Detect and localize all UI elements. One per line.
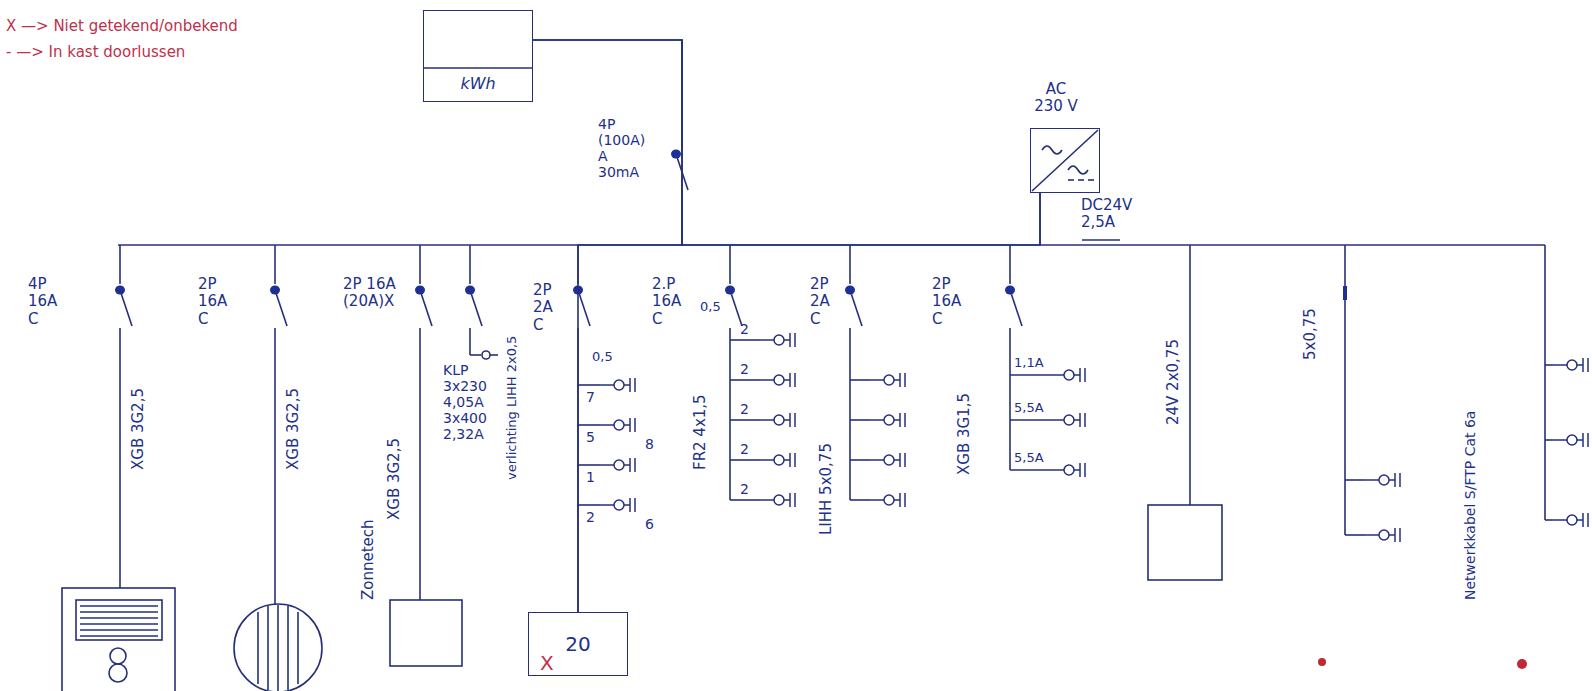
device-label: 6 [645, 516, 654, 532]
cable-label: XGB 3G2,5 [130, 388, 147, 470]
load-box: 20 [528, 612, 628, 676]
device-label: 0,5 [592, 350, 613, 365]
cable-label: XGB 3G1,5 [956, 393, 973, 475]
node-text: kWh [424, 75, 532, 93]
device-label: 5 [586, 429, 595, 445]
device-label: 2P 2A C [810, 276, 842, 328]
cable-label: 5x0,75 [1302, 308, 1319, 360]
underline [1082, 239, 1120, 240]
device-label: 2.P 16A C [652, 276, 688, 328]
cable-label: Netwerkkabel S/FTP Cat 6a [1462, 411, 1478, 600]
switch-symbols [115, 150, 1022, 327]
device-label: 1 [586, 469, 595, 485]
cable-label: 24V 2x0,75 [1165, 339, 1182, 425]
device-label: 2 [740, 401, 749, 417]
device-label: KLP 3x230 4,05A 3x400 2,32A [443, 362, 501, 442]
red-dot [1318, 658, 1326, 666]
device-label: 5,5A [1014, 401, 1044, 416]
device-label: 2 [586, 509, 595, 525]
device-label: 2 [740, 361, 749, 377]
cable-label: verlichting LIHH 2x0,5 [505, 336, 520, 480]
red-dot [1517, 659, 1527, 669]
meter-box: kWh [423, 10, 533, 102]
device-label: 2 [740, 321, 749, 337]
device-label: 2 [740, 481, 749, 497]
cable-label: LIHH 5x0,75 [818, 443, 835, 535]
wires [118, 40, 1553, 612]
feed-wire [533, 40, 1040, 245]
device-label: 5,5A [1014, 451, 1044, 466]
cable-label: XGB 3G2,5 [386, 438, 403, 520]
device-label: 4P (100A) A 30mA [598, 116, 650, 180]
note-text: X —> Niet getekend/onbekend [6, 18, 238, 35]
device-label: 0,5 [700, 300, 721, 315]
device-label: 4P 16A C [28, 276, 62, 328]
cable-label: FR2 4x1,5 [692, 394, 709, 470]
note-text: X [540, 652, 554, 675]
device-label: 2P 16A (20A)X [343, 276, 405, 311]
note-text: - —> In kast doorlussen [6, 44, 185, 61]
device-label: 2P 2A C [533, 282, 565, 334]
node-text: DC24V 2,5A [1081, 197, 1141, 232]
cable-label: XGB 3G2,5 [285, 388, 302, 470]
device-label: 2P 16A C [932, 276, 966, 328]
device-label: 2P 16A C [198, 276, 232, 328]
node-text: 20 [565, 633, 590, 656]
load-symbols [62, 130, 1222, 691]
device-label: 8 [645, 436, 654, 452]
cable-label: Zonnetech [360, 519, 377, 600]
device-label: 1,1A [1014, 356, 1044, 371]
converter-box: AC 230 VDC24V 2,5A [1030, 128, 1100, 193]
node-text: AC 230 V [1031, 81, 1081, 116]
device-label: 2 [740, 441, 749, 457]
wire-mark [1343, 286, 1347, 300]
outlet-symbols [600, 333, 1588, 542]
device-label: 7 [586, 389, 595, 405]
